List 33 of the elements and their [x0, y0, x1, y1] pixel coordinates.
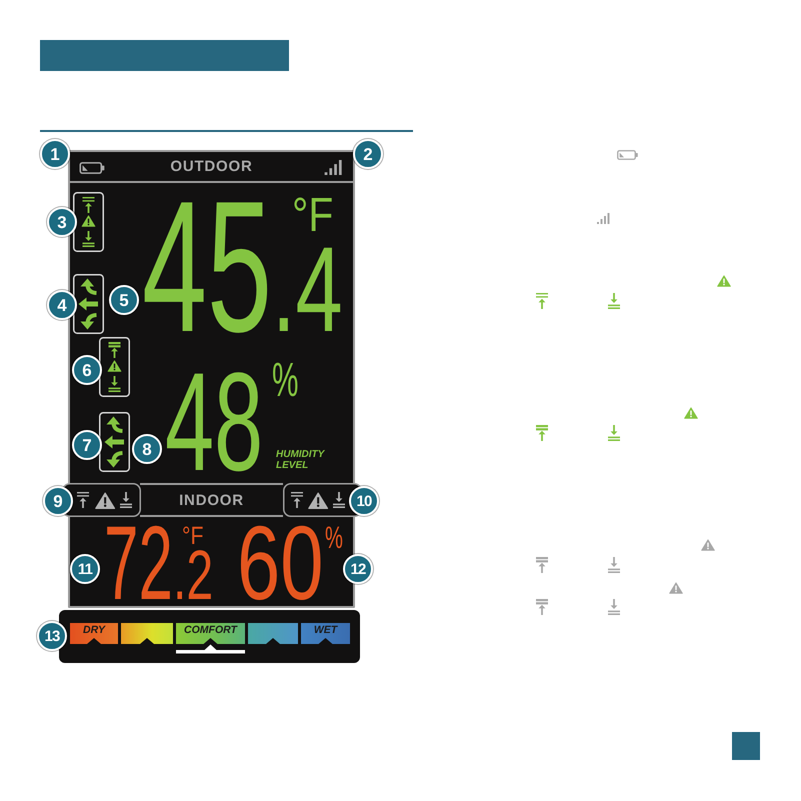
- scale-segment: [301, 623, 350, 644]
- humidity-reading: 48: [165, 370, 264, 474]
- heading-banner: [40, 40, 289, 71]
- callout-number: 3: [47, 207, 77, 237]
- temperature-reading: 45: [142, 198, 272, 336]
- scale-segment: [70, 623, 118, 644]
- scale-segment: [248, 623, 298, 644]
- scale-segment: [176, 623, 245, 644]
- decimal-reading: .2: [173, 550, 214, 602]
- callout-number: 1: [40, 139, 70, 169]
- page-number-tab: [732, 732, 760, 760]
- scale-segment: [121, 623, 173, 644]
- temperature-reading: 72: [104, 525, 173, 603]
- section-title: OUTDOOR: [170, 159, 253, 174]
- callout-number: 9: [43, 486, 73, 516]
- scale-label: WET: [314, 625, 338, 636]
- unit-label: °F: [182, 527, 204, 546]
- unit-label: %: [325, 527, 343, 550]
- callout-number: 2: [353, 139, 383, 169]
- section-title: INDOOR: [179, 492, 244, 508]
- scale-label: DRY: [83, 625, 105, 636]
- scale-panel: [59, 610, 360, 663]
- unit-label: %: [272, 363, 298, 399]
- decimal-reading: .4: [272, 245, 343, 335]
- humidity-caption: HUMIDITY LEVEL: [276, 450, 326, 471]
- section-bar: [140, 483, 283, 517]
- callout-number: 4: [47, 290, 77, 320]
- humidity-reading: 60: [237, 525, 324, 603]
- callout-number: 10: [349, 486, 379, 516]
- scale-label: COMFORT: [184, 625, 237, 636]
- unit-label: °F: [292, 198, 334, 234]
- callout-number: 12: [343, 554, 373, 584]
- callout-number: 13: [37, 621, 67, 651]
